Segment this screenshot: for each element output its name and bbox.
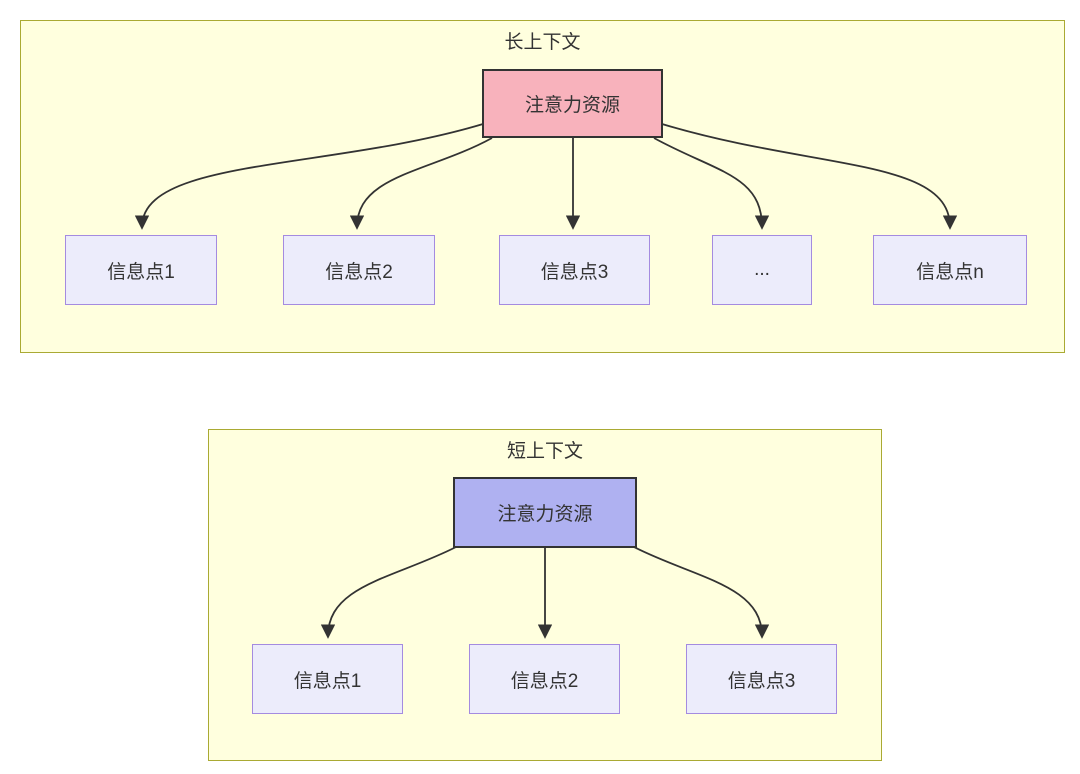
long-info-node-1: 信息点1	[65, 235, 217, 305]
short-info-node-1: 信息点1	[252, 644, 403, 714]
short-info-node-2: 信息点2	[469, 644, 620, 714]
short-context-title: 短上下文	[506, 441, 583, 462]
short-info-node-3: 信息点3	[686, 644, 837, 714]
long-info-node-n: 信息点n	[873, 235, 1027, 305]
long-attention-node: 注意力资源	[482, 69, 663, 138]
long-info-node-ellipsis: ...	[712, 235, 812, 305]
long-context-title: 长上下文	[504, 32, 581, 53]
short-attention-node: 注意力资源	[453, 477, 637, 548]
long-info-node-2: 信息点2	[283, 235, 435, 305]
long-info-node-3: 信息点3	[499, 235, 650, 305]
